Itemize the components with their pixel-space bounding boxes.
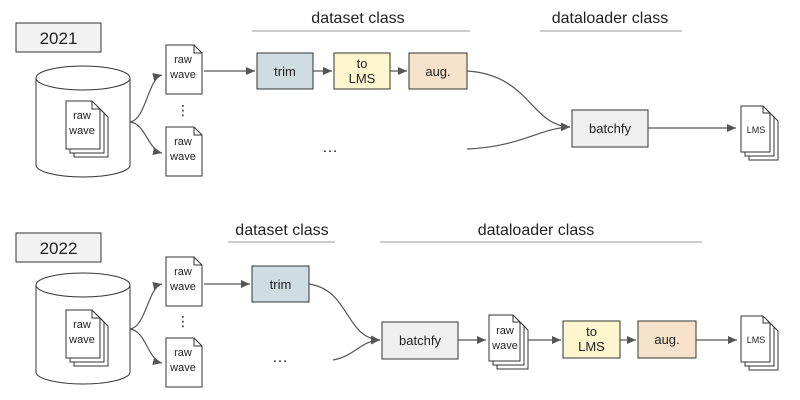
to-lms-label-line1-top: to [357,56,368,71]
vdots-top: ⋮ [176,102,190,118]
db-doc-label-line1-bottom: raw [73,319,91,331]
doc-stack-icon-db-top [65,100,109,158]
batchfy-box-bottom: batchfy [381,321,459,360]
year-label-2022: 2022 [40,239,78,258]
ellipsis-top: … [322,139,338,156]
section-2021: 2021 dataset class dataloader class raw … [15,10,779,178]
trim-box-top: trim [256,52,314,90]
branch-arrow-lower-bottom [129,328,163,366]
doc-a-label-line2-bottom: wave [169,281,196,293]
lms-doc-stack-icon-bottom: LMS [740,315,779,371]
dataloader-class-label-bottom: dataloader class [478,222,595,239]
doc-a-label-line1-bottom: raw [174,266,192,278]
doc-a-label-line1-top: raw [174,54,192,66]
arrow-trim-to-batchfy-bottom [308,283,381,344]
arrow-others-to-batchfy-top [466,123,571,150]
batchfy-box-top: batchfy [571,109,649,148]
branch-arrow-upper-top [129,73,163,123]
batchfy-label-top: batchfy [589,121,631,136]
raw-wave-doc-a-bottom: raw wave [165,256,203,307]
database-icon-bottom: raw wave [35,272,131,385]
year-box-2021: 2021 [15,22,102,53]
to-lms-label-line2-top: LMS [349,71,376,86]
doc-stack-icon-db-bottom [65,309,109,367]
aug-box-bottom: aug. [637,320,697,359]
trim-box-bottom: trim [251,265,310,303]
database-icon-top: raw wave [35,65,131,178]
to-lms-box-top: to LMS [333,52,391,90]
doc-b-label-line1-top: raw [174,136,192,148]
doc-b-label-line2-bottom: wave [169,362,196,374]
raw-wave-doc-stack-icon-mid-bottom: raw wave [488,314,529,370]
mid-doc-label-line1-bottom: raw [496,325,514,337]
year-box-2022: 2022 [15,232,102,263]
to-lms-label-line2-bottom: LMS [578,339,605,354]
trim-label-bottom: trim [270,277,292,292]
lms-label-bottom: LMS [747,335,766,345]
branch-arrow-lower-top [129,121,163,156]
db-doc-label-line1-top: raw [73,110,91,122]
doc-b-label-line1-bottom: raw [174,347,192,359]
aug-label-top: aug. [425,64,450,79]
db-doc-label-line2-bottom: wave [68,334,95,346]
raw-wave-doc-b-bottom: raw wave [165,337,203,388]
doc-a-label-line2-top: wave [169,69,196,81]
section-2022: 2022 dataset class dataloader class raw … [15,222,779,388]
lms-doc-stack-icon-top: LMS [740,105,779,161]
to-lms-label-line1-bottom: to [586,324,597,339]
doc-b-label-line2-top: wave [169,151,196,163]
ellipsis-bottom: … [272,349,288,366]
trim-label-top: trim [274,64,296,79]
raw-wave-doc-a-top: raw wave [165,44,203,95]
year-label-2021: 2021 [40,29,78,48]
dataloader-class-label-top: dataloader class [552,10,669,27]
db-doc-label-line2-top: wave [68,125,95,137]
to-lms-box-bottom: to LMS [562,320,621,359]
aug-box-top: aug. [408,52,468,90]
batchfy-label-bottom: batchfy [399,333,441,348]
branch-arrow-upper-bottom [129,282,163,330]
dataset-class-label-top: dataset class [311,10,404,27]
dataset-class-label-bottom: dataset class [235,222,328,239]
vdots-bottom: ⋮ [176,313,190,329]
arrow-aug-to-batchfy-top [466,70,571,131]
raw-wave-doc-b-top: raw wave [165,126,203,177]
aug-label-bottom: aug. [654,332,679,347]
lms-label-top: LMS [747,125,766,135]
arrow-others-to-batchfy-bottom [332,336,381,361]
mid-doc-label-line2-bottom: wave [491,340,518,352]
